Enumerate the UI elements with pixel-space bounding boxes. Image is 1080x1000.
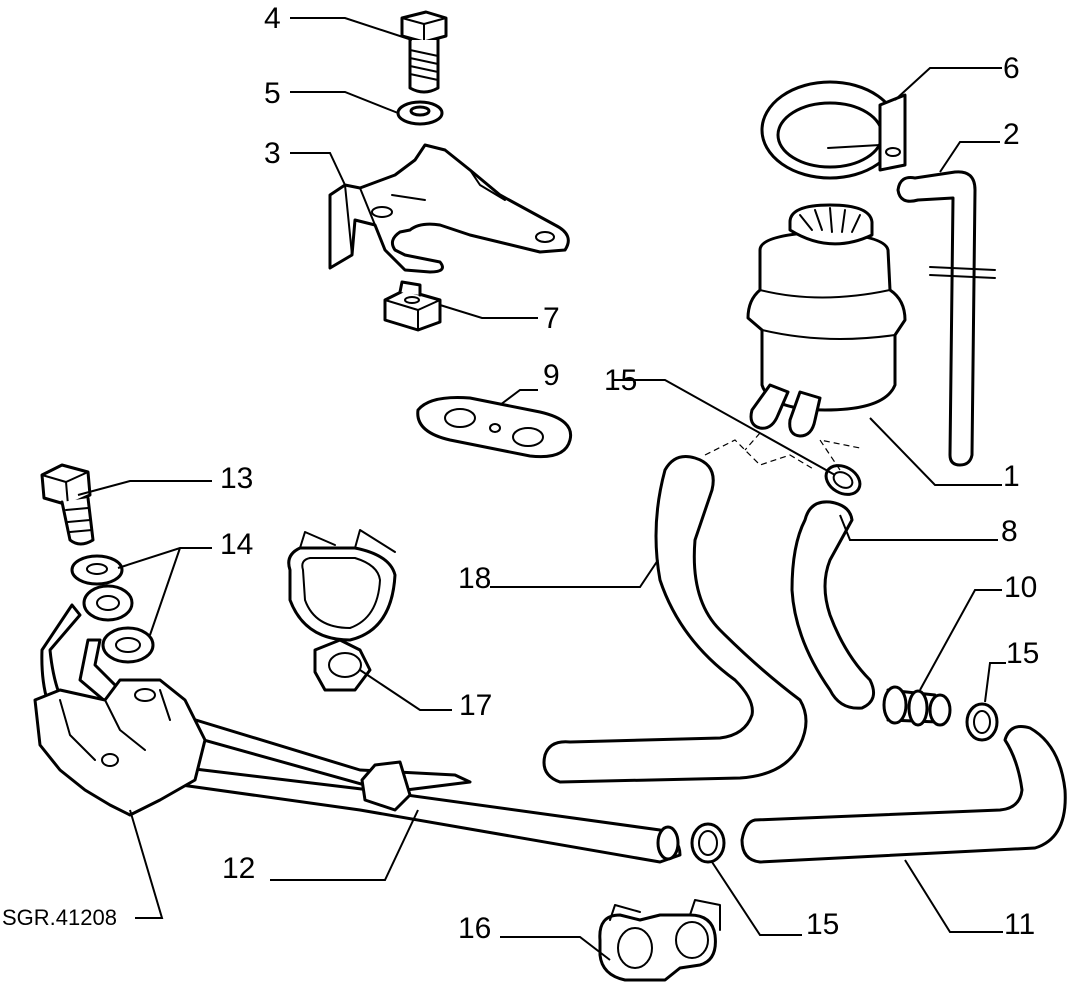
callout-14: 14 <box>220 528 253 561</box>
part-15-hose-clamp-right <box>965 702 999 742</box>
part-7-clip-nut <box>383 280 442 332</box>
callout-16: 16 <box>458 912 491 945</box>
callout-8: 8 <box>1001 515 1018 548</box>
part-3-bracket <box>328 143 570 274</box>
part-16-double-clip <box>598 899 721 982</box>
callout-4: 4 <box>264 2 281 35</box>
part-5-washer <box>396 100 444 126</box>
part-17-clamp <box>287 529 397 692</box>
callout-3: 3 <box>264 137 281 170</box>
part-11-hose <box>740 725 1067 864</box>
part-14-washer-lower <box>101 626 155 664</box>
part-18-hose <box>542 455 808 784</box>
callout-15-right: 15 <box>1006 637 1039 670</box>
part-6-strap-clamp <box>760 80 907 180</box>
callout-10: 10 <box>1004 571 1037 604</box>
callout-18: 18 <box>458 562 491 595</box>
part-10-connector <box>882 685 952 727</box>
banjo-fitting <box>82 584 134 622</box>
dashed-connection-lines <box>704 432 861 471</box>
part-15-hose-clamp-lower <box>690 822 726 864</box>
callout-7: 7 <box>543 302 560 335</box>
callout-labels: 4 5 3 7 9 6 2 1 15 8 10 15 18 17 13 14 1… <box>2 2 1039 945</box>
part-4-bolt <box>400 10 448 94</box>
callout-15-lower: 15 <box>806 908 839 941</box>
callout-11: 11 <box>1004 908 1035 941</box>
callout-9: 9 <box>543 359 560 392</box>
part-1-reservoir <box>746 203 907 438</box>
leader-lines <box>77 17 1006 961</box>
callout-12: 12 <box>222 852 255 885</box>
part-2-vent-pipe <box>896 170 996 467</box>
part-14-washer-upper <box>70 554 124 586</box>
part-8-hose <box>790 500 876 710</box>
part-13-banjo-bolt <box>40 463 95 546</box>
callout-5: 5 <box>264 77 281 110</box>
pump-body <box>33 678 207 817</box>
callout-17: 17 <box>459 689 492 722</box>
callout-6: 6 <box>1003 52 1020 85</box>
callout-15-upper: 15 <box>604 364 637 397</box>
callout-1: 1 <box>1003 460 1020 493</box>
callout-2: 2 <box>1003 118 1020 151</box>
reference-code: SGR.41208 <box>2 905 117 930</box>
part-9-gasket <box>416 396 573 459</box>
part-15-hose-clamp-upper <box>824 464 862 496</box>
callout-13: 13 <box>220 462 253 495</box>
